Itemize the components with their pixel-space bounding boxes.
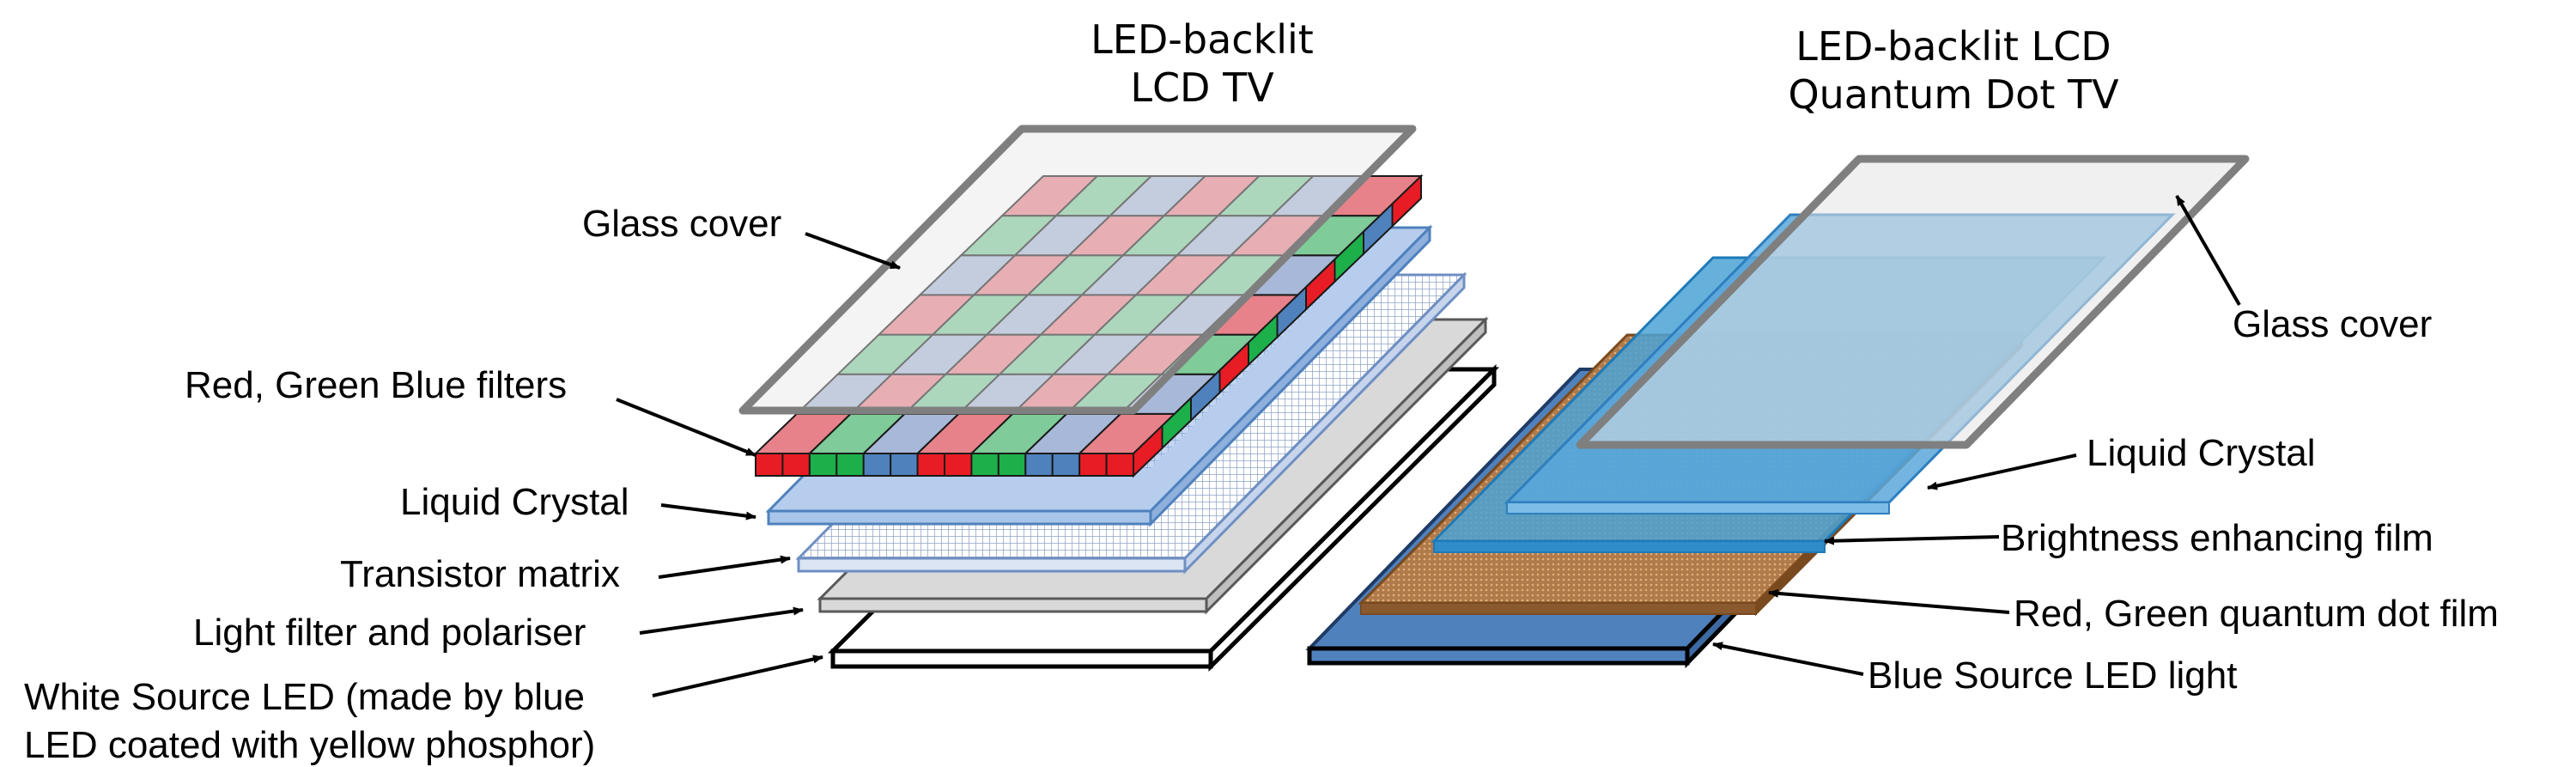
label-glass-cover-left: Glass cover xyxy=(582,203,782,245)
rgb-strip-segment xyxy=(916,453,945,477)
right-stack xyxy=(1305,155,2250,669)
arrow-transistor-matrix xyxy=(658,555,791,579)
left-panel-title: LED-backlit LCD TV xyxy=(1065,15,1340,112)
arrow-liquid-crystal-right xyxy=(1927,454,2077,490)
rgb-strip-segment xyxy=(970,453,999,477)
arrow-glass-cover-right xyxy=(2175,195,2241,306)
rgb-strip-segment xyxy=(862,453,892,477)
label-rgb-filters: Red, Green Blue filters xyxy=(185,364,568,406)
left-stack xyxy=(738,125,1500,673)
right-panel-title: LED-backlit LCD Quantum Dot TV xyxy=(1752,22,2155,119)
arrow-liquid-crystal-left xyxy=(660,503,756,520)
arrow-rgb-filters xyxy=(616,398,756,457)
arrow-glass-cover-left xyxy=(805,232,901,270)
rgb-strip-segment xyxy=(1078,453,1108,477)
rgb-filter-edge-strip xyxy=(755,173,1422,478)
label-liquid-crystal-left: Liquid Crystal xyxy=(400,481,629,523)
rgb-strip-segment xyxy=(781,453,811,477)
label-quantum-dot-film: Red, Green quantum dot film xyxy=(2014,593,2499,635)
rgb-strip-segment xyxy=(835,453,865,477)
right-title-line2: Quantum Dot TV xyxy=(1788,71,2119,118)
left-title-line1: LED-backlit xyxy=(1091,16,1314,63)
arrow-brightness-film xyxy=(1824,535,2000,545)
rgb-strip-segment xyxy=(1105,453,1134,477)
rgb-strip-segment xyxy=(944,453,973,477)
right-title-line1: LED-backlit LCD xyxy=(1795,23,2111,70)
label-white-led-line2: LED coated with yellow phosphor) xyxy=(24,724,596,766)
left-title-line2: LCD TV xyxy=(1130,64,1274,111)
arrow-light-filter xyxy=(639,606,804,635)
glass-cover-right xyxy=(1576,155,2250,449)
arrow-white-led xyxy=(652,654,823,697)
rgb-strip-segment xyxy=(1051,453,1081,477)
label-brightness-film: Brightness enhancing film xyxy=(2001,517,2433,559)
label-liquid-crystal-right: Liquid Crystal xyxy=(2087,432,2316,474)
rgb-strip-segment xyxy=(808,453,838,477)
rgb-strip-segment xyxy=(1024,453,1054,477)
arrow-blue-led xyxy=(1712,642,1864,676)
rgb-strip-segment xyxy=(997,453,1027,477)
arrow-quantum-dot-film xyxy=(1768,588,2010,614)
rgb-strip-segment xyxy=(755,453,784,477)
rgb-strip-segment xyxy=(1391,173,1422,228)
pointer-arrows xyxy=(616,195,2241,697)
label-light-filter: Light filter and polariser xyxy=(193,612,586,654)
label-glass-cover-right: Glass cover xyxy=(2233,303,2433,345)
glass-cover-left xyxy=(738,125,1417,415)
label-white-led-line1: White Source LED (made by blue xyxy=(24,676,585,718)
rgb-strip-segment xyxy=(890,453,919,477)
label-blue-led: Blue Source LED light xyxy=(1868,654,2238,697)
label-transistor-matrix: Transistor matrix xyxy=(340,553,620,595)
